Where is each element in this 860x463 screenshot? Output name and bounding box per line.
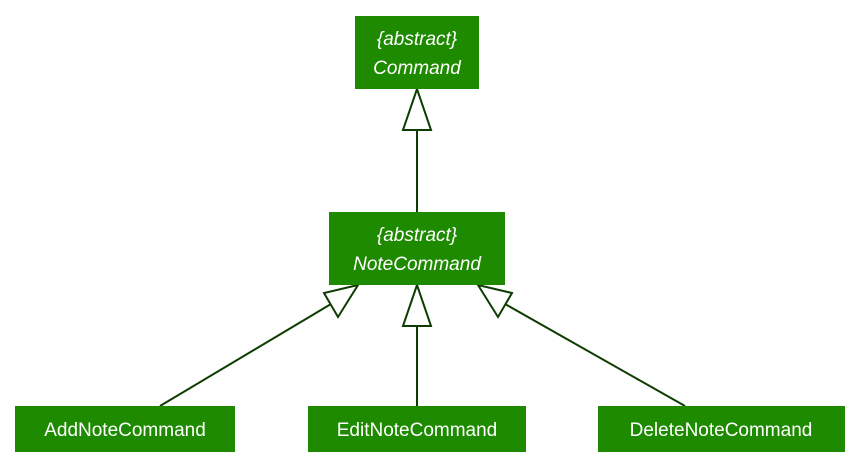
class-deletenotecommand: DeleteNoteCommand <box>598 406 845 452</box>
class-name: Command <box>373 58 462 79</box>
edge-addnotecommand-to-notecommand <box>159 283 361 407</box>
generalization-arrowhead <box>475 283 514 319</box>
class-stereotype: {abstract} <box>377 29 458 50</box>
edge-notecommand-to-command <box>401 85 433 212</box>
edge-deletenotecommand-to-notecommand <box>475 283 686 407</box>
class-name: NoteCommand <box>353 254 482 275</box>
edge-editnotecommand-to-notecommand <box>401 281 433 406</box>
class-notecommand: {abstract} NoteCommand <box>329 212 505 285</box>
generalization-arrowhead <box>322 283 361 319</box>
class-name: DeleteNoteCommand <box>630 420 813 441</box>
generalization-arrowhead <box>401 281 433 327</box>
class-command: {abstract} Command <box>355 16 479 89</box>
class-addnotecommand: AddNoteCommand <box>15 406 235 452</box>
class-editnotecommand: EditNoteCommand <box>308 406 526 452</box>
class-stereotype: {abstract} <box>377 225 458 246</box>
generalization-arrowhead <box>401 85 433 131</box>
class-name: AddNoteCommand <box>44 420 206 441</box>
class-name: EditNoteCommand <box>337 420 498 441</box>
